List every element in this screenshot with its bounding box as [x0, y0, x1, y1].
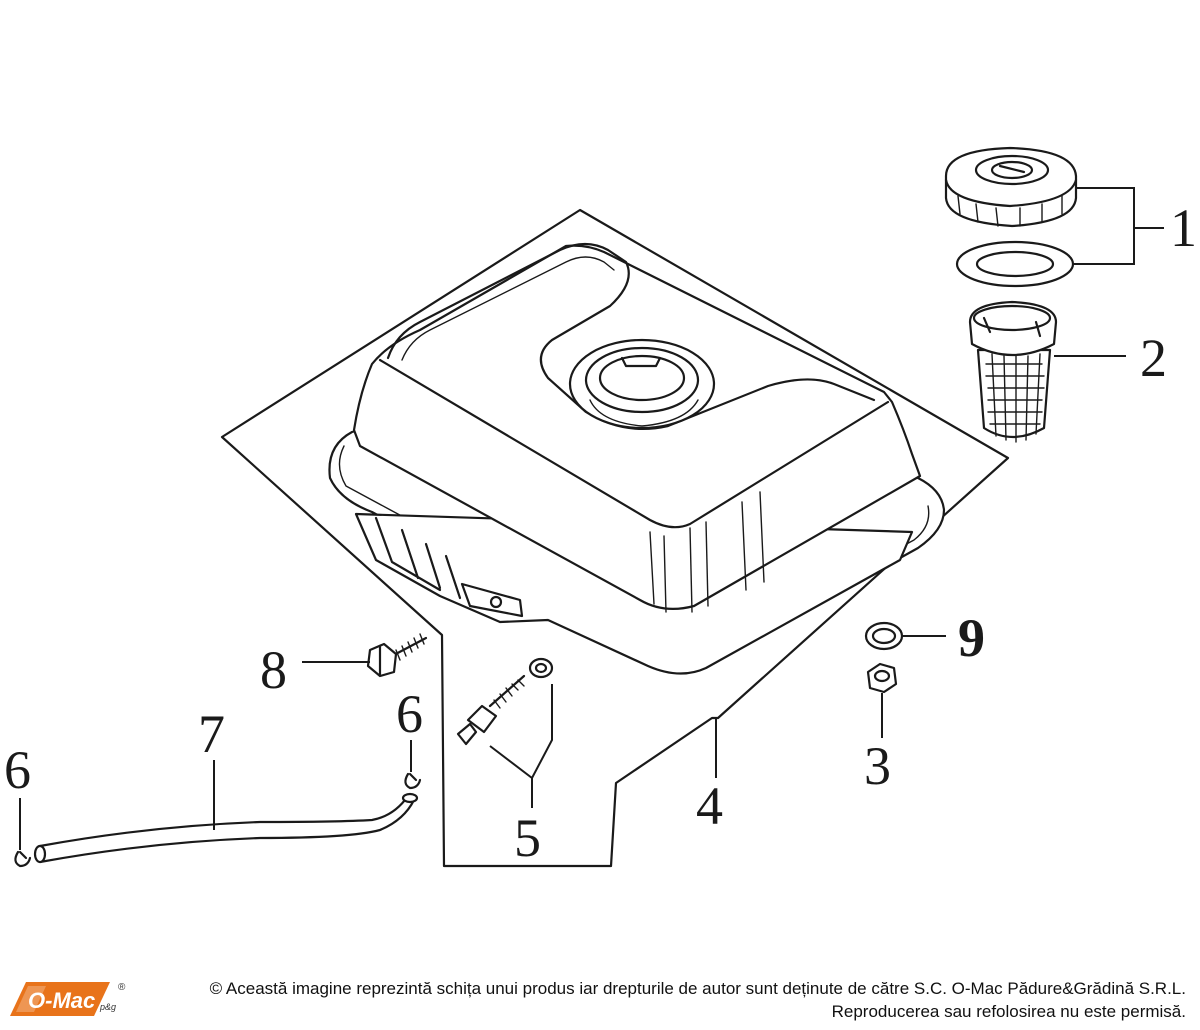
copyright-line-2: Reproducerea sau refolosirea nu este per…: [831, 1002, 1186, 1021]
assembly-frame: [220, 208, 1010, 868]
logo-brand: O-Mac: [28, 988, 95, 1013]
fuel-tank-exploded-diagram: 1 2 9 3 4 5 8 6 6 7: [4, 146, 1197, 868]
fuel-cap: [944, 146, 1078, 228]
callout-6-left: 6: [4, 740, 31, 800]
callout-6-right: 6: [396, 684, 423, 744]
callout-8: 8: [260, 640, 287, 700]
callout-7: 7: [198, 704, 225, 764]
copyright-line-1: © Această imagine reprezintă schița unui…: [209, 979, 1186, 998]
fuel-hose: [33, 792, 419, 864]
copyright-notice: © Această imagine reprezintă schița unui…: [136, 977, 1186, 1023]
hose-clamp-left: [14, 850, 32, 868]
fuel-valve: [456, 657, 554, 746]
cap-gasket: [955, 240, 1075, 288]
logo-suffix: p&g: [99, 1002, 116, 1012]
nut: [866, 662, 898, 694]
fuel-tank: [328, 242, 946, 675]
washer: [864, 621, 904, 651]
drain-bolt: [366, 633, 428, 678]
callout-1: 1: [1170, 198, 1197, 258]
logo-registered: ®: [118, 982, 126, 993]
callout-1-leader: [1072, 187, 1164, 265]
fuel-strainer: [968, 300, 1058, 443]
callout-4: 4: [696, 776, 723, 836]
callout-5-leader: [489, 684, 553, 808]
omac-logo: O-Mac p&g ®: [10, 982, 126, 1016]
hose-clamp-right: [404, 772, 422, 790]
callout-5: 5: [514, 808, 541, 868]
callout-2: 2: [1140, 328, 1167, 388]
callout-9: 9: [958, 608, 985, 668]
callout-3: 3: [864, 736, 891, 796]
